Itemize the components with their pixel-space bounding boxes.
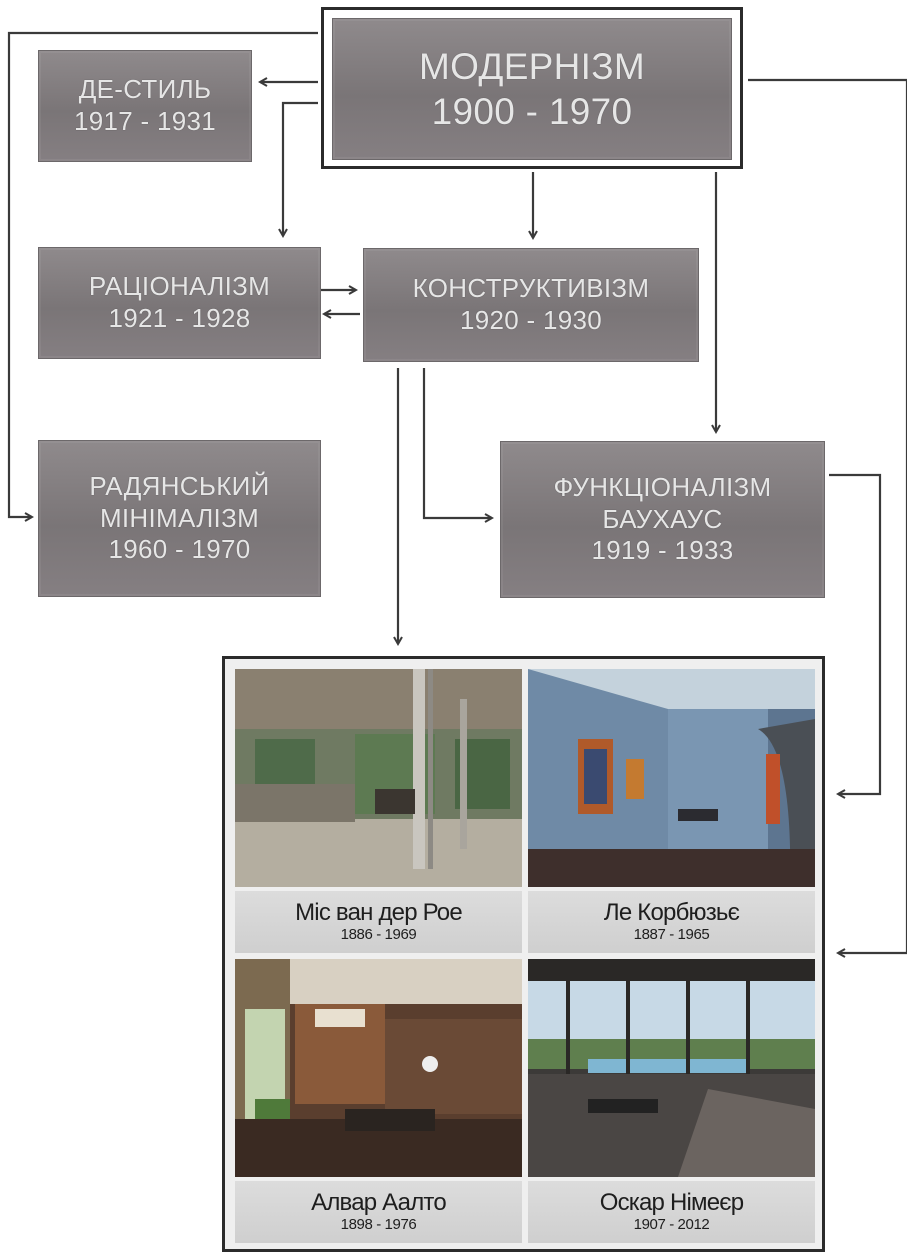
photo-niemeyer-image [528,959,815,1177]
node-soviet-minimalism-years: 1960 - 1970 [108,534,251,565]
photo-corbusier-image [528,669,815,887]
node-modernism-years: 1900 - 1970 [431,91,633,132]
photo-mies-van-der-rohe-interior [235,669,522,887]
node-rationalism: РАЦІОНАЛІЗМ 1921 - 1928 [38,247,321,359]
architect-years-mies: 1886 - 1969 [340,925,417,943]
caption-mies-van-der-rohe: Міс ван дер Рое 1886 - 1969 [235,891,522,953]
node-soviet-minimalism-title-line2: МІНІМАЛІЗМ [99,502,260,533]
node-modernism: МОДЕРНІЗМ 1900 - 1970 [332,18,732,160]
node-functionalism: ФУНКЦІОНАЛІЗМ БАУХАУС 1919 - 1933 [500,441,825,598]
node-soviet-minimalism: РАДЯНСЬКИЙ МІНІМАЛІЗМ 1960 - 1970 [38,440,321,597]
architect-years-niemeyer: 1907 - 2012 [633,1215,710,1233]
photo-aalto-image [235,959,522,1177]
architects-gallery: Міс ван дер Рое 1886 - 1969 Ле Корбюзьє … [222,656,825,1252]
photo-le-corbusier-interior [528,669,815,887]
node-de-stijl-years: 1917 - 1931 [73,106,217,136]
node-rationalism-years: 1921 - 1928 [108,303,251,333]
caption-alvar-aalto: Алвар Аалто 1898 - 1976 [235,1181,522,1243]
arrow-constructivism-functionalism [422,368,492,518]
architect-name-aalto: Алвар Аалто [311,1188,447,1216]
node-modernism-title: МОДЕРНІЗМ [418,45,646,87]
arrow-modernism-gallery [748,78,907,953]
node-constructivism-title: КОНСТРУКТИВІЗМ [412,273,650,304]
architect-years-corbusier: 1887 - 1965 [633,925,710,943]
node-constructivism: КОНСТРУКТИВІЗМ 1920 - 1930 [363,248,699,362]
node-constructivism-years: 1920 - 1930 [459,305,603,335]
node-soviet-minimalism-title-line1: РАДЯНСЬКИЙ [89,470,270,501]
architect-years-aalto: 1898 - 1976 [340,1215,417,1233]
caption-oscar-niemeyer: Оскар Німеєр 1907 - 2012 [528,1181,815,1243]
photo-alvar-aalto-interior [235,959,522,1177]
architect-name-corbusier: Ле Корбюзьє [603,898,740,926]
node-functionalism-years: 1919 - 1933 [591,535,734,566]
photo-oscar-niemeyer-interior [528,959,815,1177]
arrow-modernism-rationalism [283,101,318,236]
architect-name-niemeyer: Оскар Німеєр [599,1188,744,1216]
node-rationalism-title: РАЦІОНАЛІЗМ [88,271,271,302]
node-de-stijl-title: ДЕ-СТИЛЬ [78,74,212,105]
arrow-functionalism-gallery [829,473,882,794]
photo-mies-image [235,669,522,887]
arrow-modernism-soviet-minimalism [7,31,318,517]
node-de-stijl: ДЕ-СТИЛЬ 1917 - 1931 [38,50,252,162]
node-functionalism-title-line1: ФУНКЦІОНАЛІЗМ [553,471,772,502]
node-functionalism-title-line2: БАУХАУС [602,503,723,534]
caption-le-corbusier: Ле Корбюзьє 1887 - 1965 [528,891,815,953]
architect-name-mies: Міс ван дер Рое [295,898,463,926]
